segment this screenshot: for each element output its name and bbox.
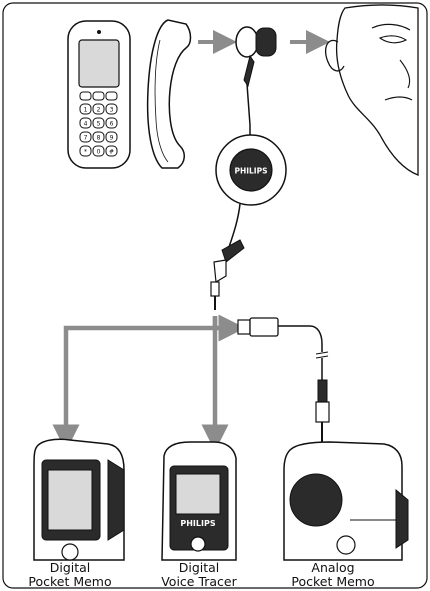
plug-icon xyxy=(211,240,244,310)
phone-softkey xyxy=(93,92,104,100)
phone-key-label: 5 xyxy=(97,121,101,128)
phone-key-label: 4 xyxy=(84,121,88,128)
phone-handset-icon xyxy=(148,20,191,168)
label-analog-pocket-memo: Analog Pocket Memo xyxy=(278,561,388,589)
phone-key-label: 2 xyxy=(97,107,101,114)
phone-key-label: # xyxy=(109,149,114,156)
brand-logo-text: PHILIPS xyxy=(234,167,267,176)
device-digital-voice-tracer: PHILIPS xyxy=(162,442,236,560)
phone-key-label: 7 xyxy=(84,135,88,142)
human-face-icon xyxy=(326,5,418,175)
mobile-phone-icon: 1 2 3 4 5 6 7 8 9 * 0 # xyxy=(68,21,130,168)
label-digital-pocket-memo: Digital Pocket Memo xyxy=(15,561,125,589)
label-line-1: Digital xyxy=(144,561,254,575)
flow-arrows-devices xyxy=(66,316,232,438)
phone-key-label: 3 xyxy=(110,107,114,114)
label-line-2: Pocket Memo xyxy=(278,575,388,589)
brand-logo-text: PHILIPS xyxy=(180,519,215,528)
label-line-1: Analog xyxy=(278,561,388,575)
phone-key-label: 1 xyxy=(84,107,88,114)
device-digital-pocket-memo xyxy=(34,439,124,560)
phone-key-label: * xyxy=(84,149,87,156)
phone-softkey xyxy=(106,92,117,100)
phone-softkey xyxy=(80,92,91,100)
device-analog-pocket-memo xyxy=(284,442,408,560)
usb-connector-icon xyxy=(238,318,329,442)
label-line-2: Voice Tracer xyxy=(144,575,254,589)
phone-key-label: 8 xyxy=(97,135,101,142)
phone-key-label: 9 xyxy=(110,135,114,142)
label-line-2: Pocket Memo xyxy=(15,575,125,589)
phone-key-label: 0 xyxy=(97,149,101,156)
label-digital-voice-tracer: Digital Voice Tracer xyxy=(144,561,254,589)
earphone-icon xyxy=(236,27,276,125)
phone-key-label: 6 xyxy=(110,121,114,128)
label-line-1: Digital xyxy=(15,561,125,575)
cable-reel-icon: PHILIPS xyxy=(216,125,286,250)
